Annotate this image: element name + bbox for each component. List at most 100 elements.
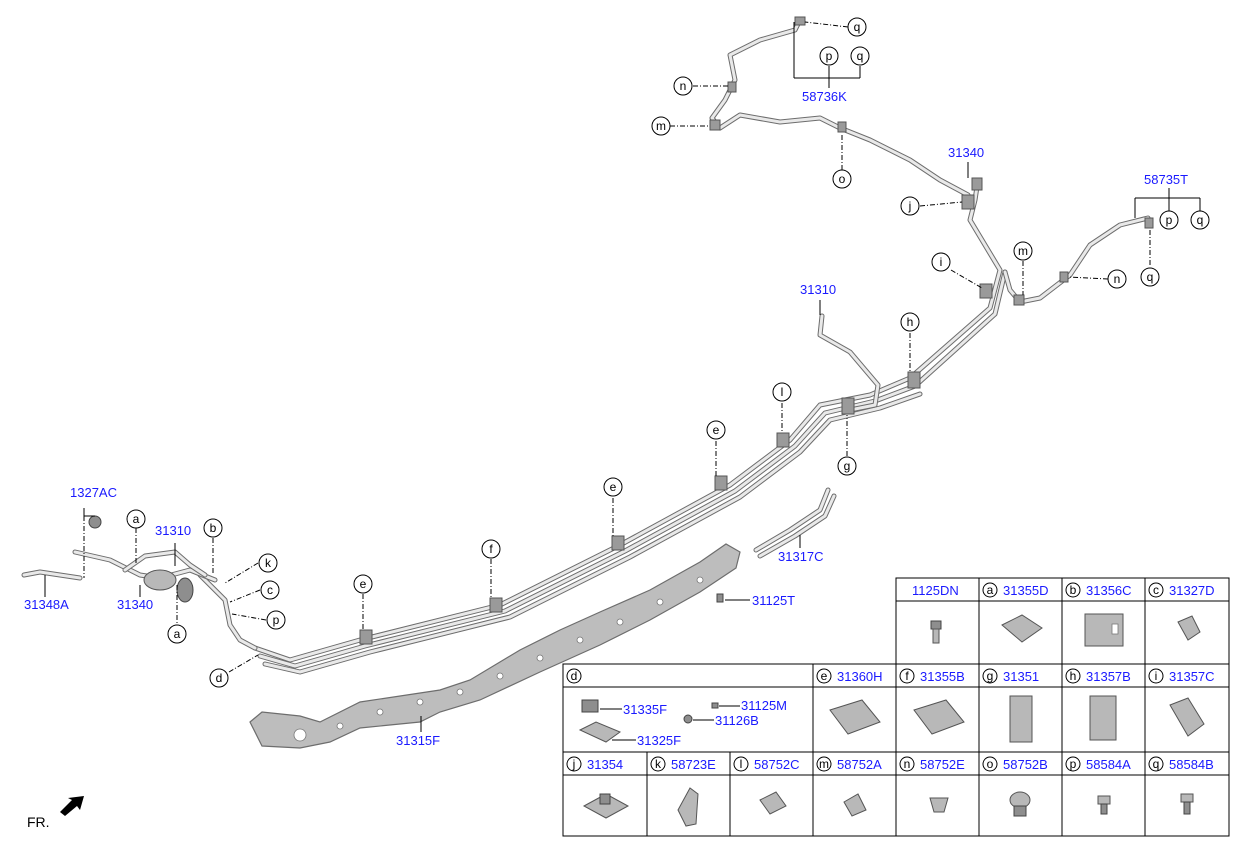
svg-text:f: f [905, 669, 909, 683]
callout-n-right: n [1107, 269, 1127, 289]
svg-text:l: l [781, 385, 784, 399]
svg-text:58584B: 58584B [1169, 757, 1214, 772]
front-direction-indicator: FR. [27, 796, 84, 830]
svg-text:d: d [571, 669, 578, 683]
callout-p-right: p [1159, 210, 1179, 230]
svg-text:31351: 31351 [1003, 669, 1039, 684]
svg-text:p: p [826, 49, 833, 63]
svg-text:31325F: 31325F [637, 733, 681, 748]
label-58735T: 58735T [1144, 172, 1188, 187]
label-31310-left: 31310 [155, 523, 191, 538]
svg-text:q: q [1197, 213, 1204, 227]
callout-q-top-2: q [850, 46, 870, 66]
clip-31357C-icon [1169, 697, 1205, 737]
label-58736K: 58736K [802, 89, 847, 104]
svg-text:a: a [174, 627, 181, 641]
callout-e-2: e [603, 477, 623, 497]
svg-text:n: n [904, 757, 911, 771]
svg-text:m: m [1018, 244, 1028, 258]
svg-text:31357B: 31357B [1086, 669, 1131, 684]
svg-text:j: j [572, 757, 576, 771]
grommet-58584A-icon [1097, 795, 1111, 815]
clip-58752E-icon [929, 797, 949, 813]
clip-58752B-icon [1009, 791, 1031, 817]
bracket-58723E-icon [677, 787, 699, 827]
svg-text:q: q [857, 49, 864, 63]
legend-cell-o: o 58752B [982, 756, 1048, 772]
label-31340-right: 31340 [948, 145, 984, 160]
svg-text:1125DN: 1125DN [912, 583, 959, 598]
svg-text:58723E: 58723E [671, 757, 716, 772]
svg-text:g: g [844, 459, 851, 473]
svg-text:k: k [655, 757, 662, 771]
callout-b: b [203, 518, 223, 538]
callout-p-left: p [266, 610, 286, 630]
legend-cell-d: d [566, 668, 582, 684]
legend-d-subparts: 31335F 31125M 31126B 31325F [578, 698, 787, 748]
legend-cell-1125DN: 1125DN [912, 583, 959, 598]
svg-text:h: h [1070, 669, 1077, 683]
legend-cell-l: l 58752C [733, 756, 800, 772]
label-31315F: 31315F [396, 733, 440, 748]
label-31340-left: 31340 [117, 597, 153, 612]
legend-cell-n: n 58752E [899, 756, 965, 772]
callout-l: l [772, 382, 792, 402]
label-31310-right: 31310 [800, 282, 836, 297]
svg-text:p: p [1166, 213, 1173, 227]
clip-31351-icon [1009, 695, 1033, 743]
svg-text:31355B: 31355B [920, 669, 965, 684]
callout-n-top: n [673, 76, 693, 96]
part-number-labels: 1327AC 31348A 31310 31340 31310 31340 58… [24, 89, 1188, 748]
svg-text:58584A: 58584A [1086, 757, 1131, 772]
svg-text:31126B: 31126B [715, 713, 759, 728]
clip-31327D-icon [1177, 615, 1201, 641]
callout-j: j [900, 196, 920, 216]
svg-text:i: i [1155, 669, 1158, 683]
svg-text:d: d [216, 671, 223, 685]
callout-a-top: a [126, 509, 146, 529]
svg-text:q: q [1153, 757, 1160, 771]
clip-31355B-icon [913, 699, 965, 735]
svg-text:i: i [940, 255, 943, 269]
svg-text:31360H: 31360H [837, 669, 883, 684]
svg-text:j: j [908, 199, 912, 213]
callout-q-right-low: q [1140, 267, 1160, 287]
svg-text:e: e [360, 577, 367, 591]
svg-text:c: c [267, 583, 273, 597]
front-arrow-icon [60, 796, 84, 816]
callout-letters: a a b k c p d e f e e l g h i j m n q p … [126, 17, 1210, 688]
clip-31354-icon [582, 793, 630, 819]
callout-p-top: p [819, 46, 839, 66]
legend-cell-f: f 31355B [899, 668, 965, 684]
svg-text:f: f [489, 542, 493, 556]
label-31317C: 31317C [778, 549, 824, 564]
svg-text:b: b [1070, 583, 1077, 597]
bolt-icon [930, 620, 942, 644]
callout-e-1: e [353, 574, 373, 594]
callout-m-top: m [651, 116, 671, 136]
svg-text:58752E: 58752E [920, 757, 965, 772]
svg-text:o: o [987, 757, 994, 771]
callout-g: g [837, 456, 857, 476]
svg-text:l: l [740, 757, 743, 771]
svg-text:58752C: 58752C [754, 757, 800, 772]
svg-text:e: e [610, 480, 617, 494]
svg-text:n: n [680, 79, 687, 93]
callout-i: i [931, 252, 951, 272]
clip-31356C-icon [1084, 613, 1124, 647]
fr-label: FR. [27, 814, 50, 830]
svg-text:a: a [987, 583, 994, 597]
label-1327AC: 1327AC [70, 485, 117, 500]
svg-text:31125M: 31125M [741, 698, 787, 713]
legend-cell-h: h 31357B [1065, 668, 1131, 684]
svg-text:58752B: 58752B [1003, 757, 1048, 772]
label-31125T: 31125T [752, 593, 795, 608]
callout-f: f [481, 539, 501, 559]
